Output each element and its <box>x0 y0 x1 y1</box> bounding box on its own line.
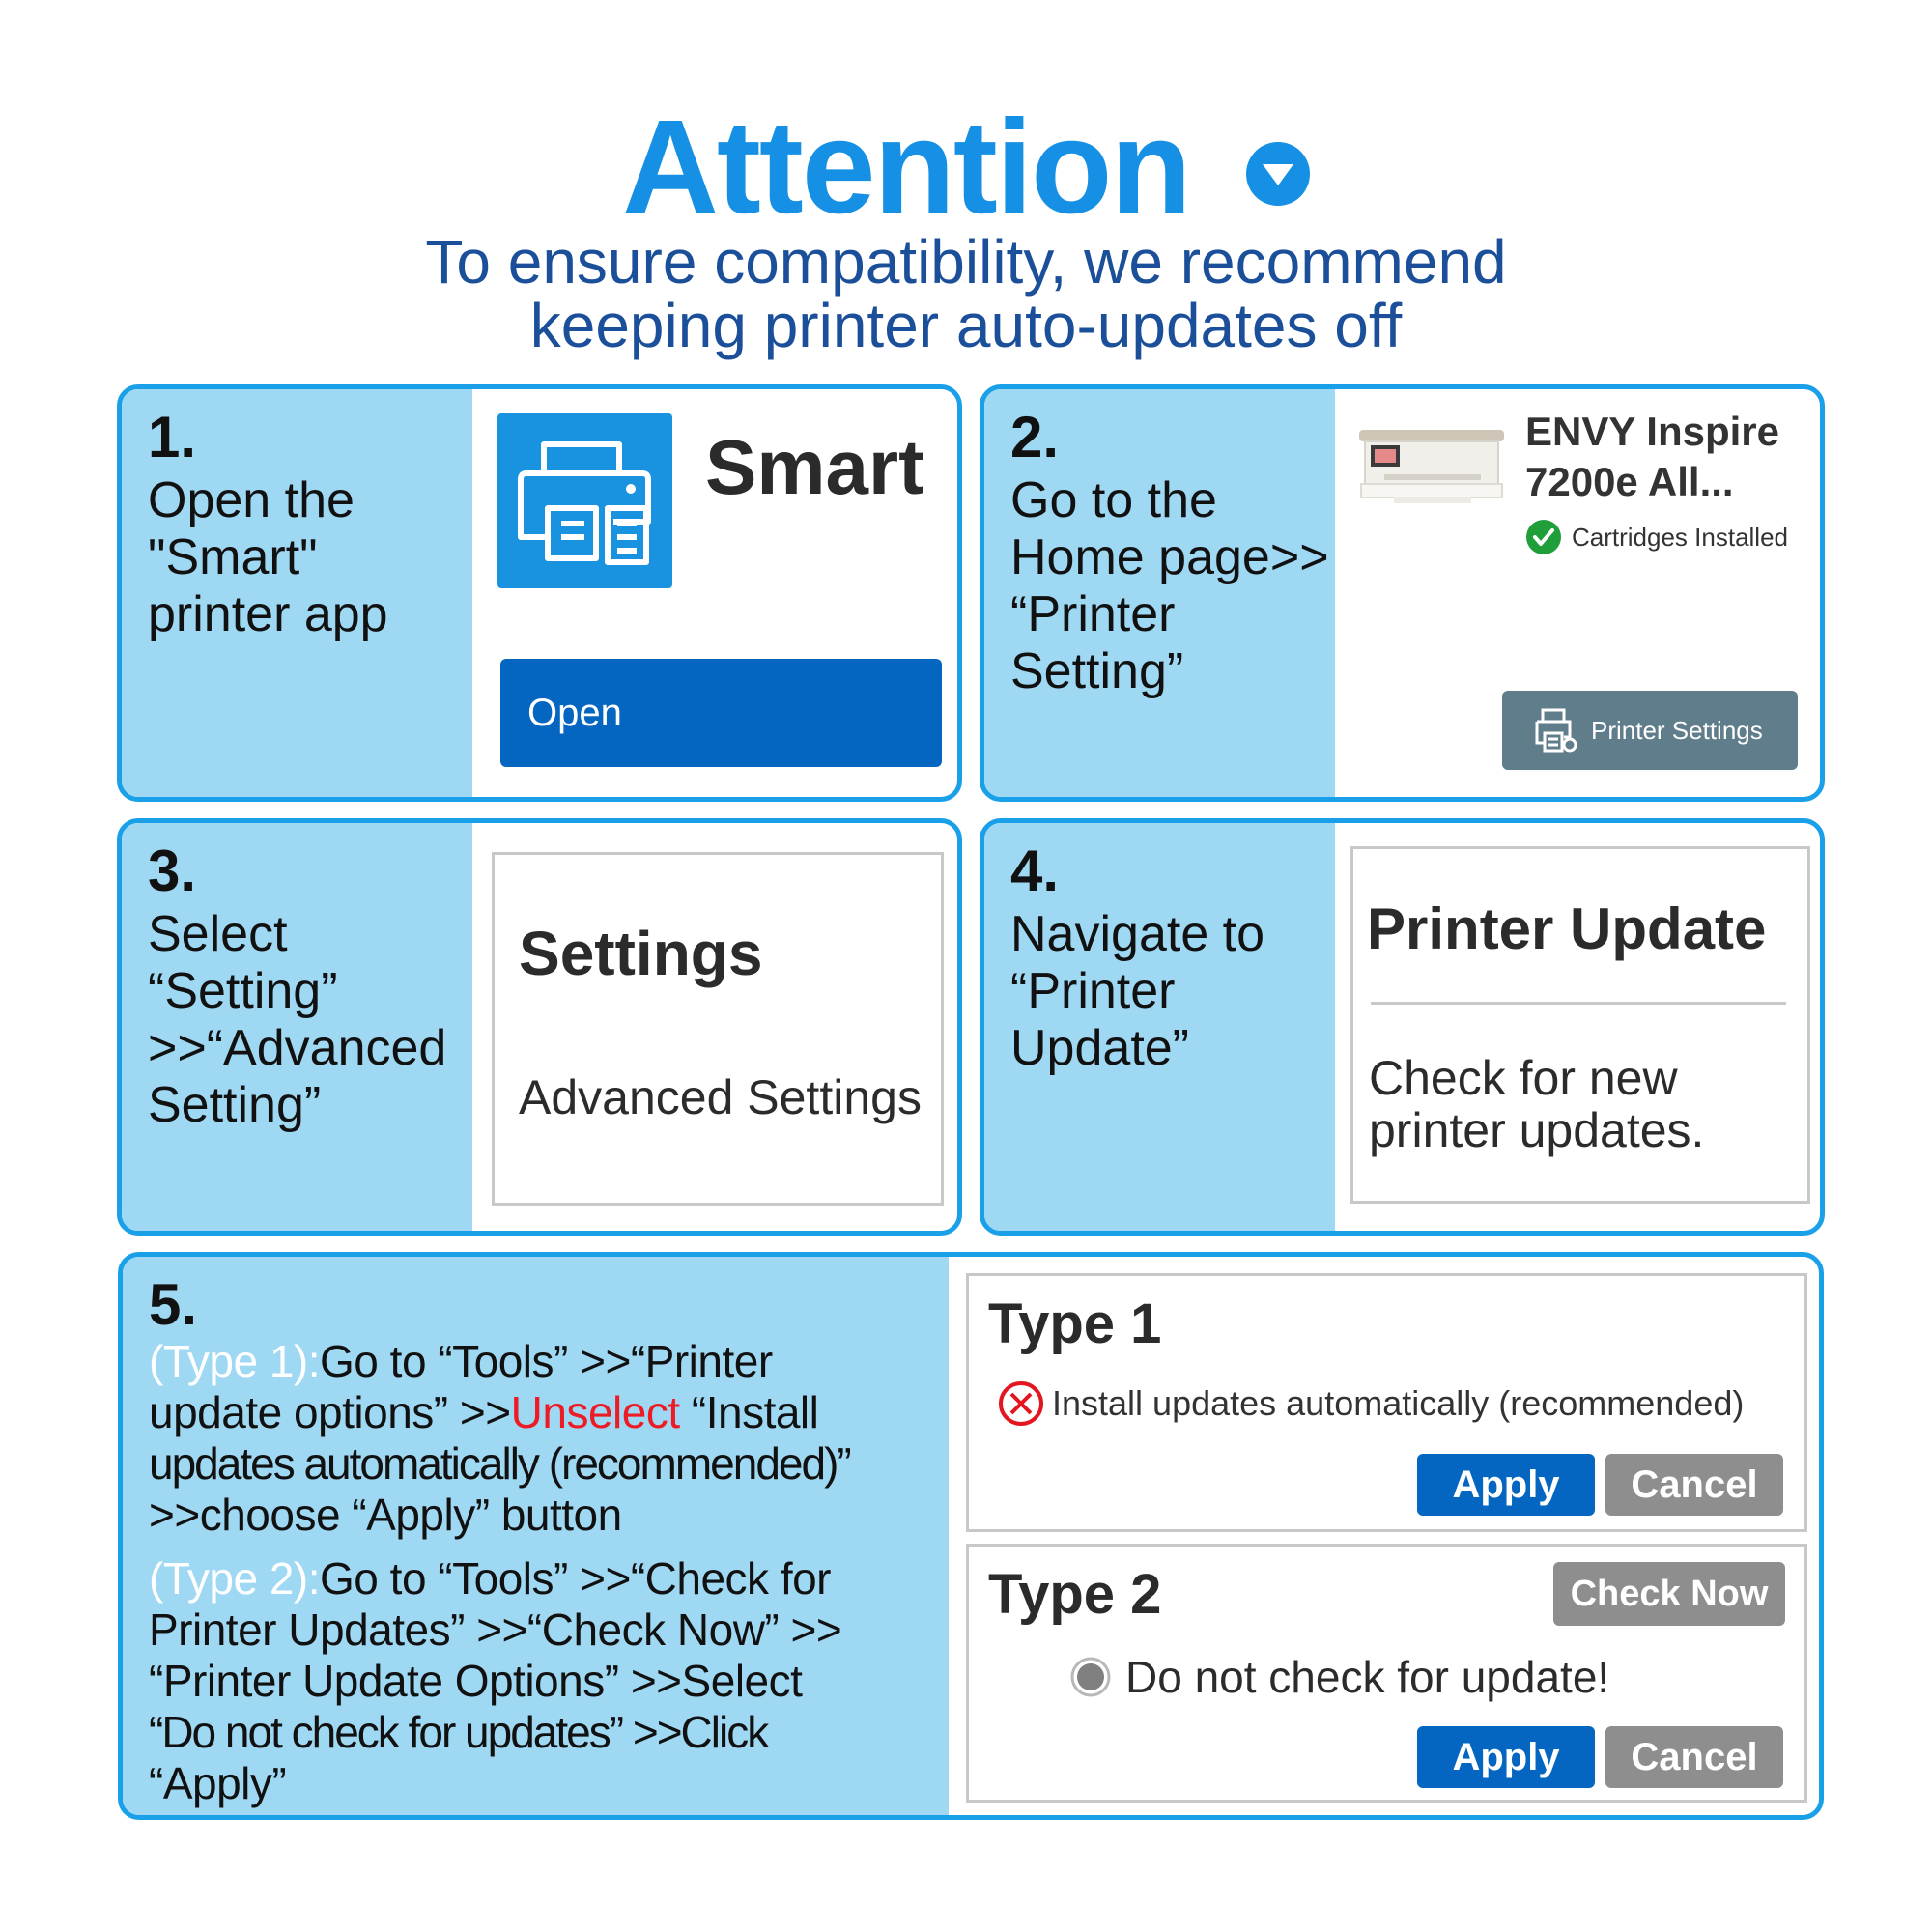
instruction-text: “Install <box>679 1387 819 1437</box>
printer-update-title: Printer Update <box>1367 896 1767 961</box>
printer-icon[interactable] <box>497 413 672 588</box>
step-text-line: Navigate to <box>1010 906 1265 962</box>
step-4-instructions: 4. Navigate to “Printer Update” <box>984 823 1335 1231</box>
type-2-label: (Type 2): <box>149 1553 321 1604</box>
step-3-panel: 3. Select “Setting” >>“Advanced Setting”… <box>117 818 962 1236</box>
step-1-instructions: 1. Open the "Smart" printer app <box>122 389 472 797</box>
type-1-instructions: (Type 1):Go to “Tools” >>“Printer update… <box>149 1336 852 1541</box>
type-1-label: (Type 1): <box>149 1336 321 1386</box>
step-2-panel: 2. Go to the Home page>> “Printer Settin… <box>980 384 1825 802</box>
auto-update-option[interactable]: Install updates automatically (recommend… <box>998 1380 1744 1427</box>
open-button[interactable]: Open <box>500 659 942 767</box>
step-number: 4. <box>1010 838 1060 903</box>
check-updates-line: printer updates. <box>1369 1103 1705 1157</box>
type-1-title: Type 1 <box>988 1293 1162 1355</box>
cancel-button[interactable]: Cancel <box>1605 1454 1783 1516</box>
step-4-panel: 4. Navigate to “Printer Update” Printer … <box>980 818 1825 1236</box>
step-number: 5. <box>149 1272 198 1337</box>
instruction-text: “Apply” <box>149 1758 287 1808</box>
step-text-line: Select <box>148 906 288 962</box>
apply-button[interactable]: Apply <box>1417 1726 1595 1788</box>
unselect-text: Unselect <box>510 1387 680 1437</box>
instruction-text: updates automatically (recommended)” <box>149 1438 852 1489</box>
instruction-text: Printer Updates” >>“Check Now” >> <box>149 1605 842 1655</box>
attention-title: Attention <box>0 95 1932 240</box>
printer-settings-icon <box>1529 704 1581 756</box>
do-not-check-option[interactable]: Do not check for update! <box>1069 1651 1609 1703</box>
step-text: Open the "Smart" printer app <box>148 472 388 643</box>
chevron-down-icon <box>1245 141 1310 206</box>
printer-name-line: ENVY Inspire <box>1525 409 1779 454</box>
type-2-instructions: (Type 2):Go to “Tools” >>“Check for Prin… <box>149 1553 842 1809</box>
printer-settings-label: Printer Settings <box>1591 715 1763 745</box>
instruction-text: >>choose “Apply” button <box>149 1490 622 1540</box>
cancel-button[interactable]: Cancel <box>1605 1726 1783 1788</box>
printer-image <box>1355 416 1510 509</box>
step-2-instructions: 2. Go to the Home page>> “Printer Settin… <box>984 389 1335 797</box>
step-text-line: "Smart" <box>148 529 318 585</box>
step-text-line: Update” <box>1010 1020 1189 1076</box>
step-text-line: Home page>> <box>1010 529 1329 585</box>
settings-title: Settings <box>519 919 763 988</box>
printer-settings-button[interactable]: Printer Settings <box>1502 691 1798 770</box>
printer-name-line: 7200e All... <box>1525 459 1734 504</box>
divider <box>1371 1002 1786 1005</box>
step-3-instructions: 3. Select “Setting” >>“Advanced Setting” <box>122 823 472 1231</box>
check-updates-line: Check for new <box>1369 1051 1678 1105</box>
instruction-text: “Do not check for updates” >>Click <box>149 1707 769 1757</box>
radio-icon <box>1069 1656 1112 1698</box>
step-text-line: >>“Advanced <box>148 1020 447 1076</box>
step-number: 1. <box>148 405 197 469</box>
title-text: Attention <box>622 93 1192 242</box>
step-text-line: Setting” <box>148 1077 322 1133</box>
step-text: Navigate to “Printer Update” <box>1010 906 1264 1077</box>
instruction-text: Go to “Tools” >>“Check for <box>320 1553 831 1604</box>
app-name: Smart <box>705 424 924 510</box>
step-5-instructions: 5. (Type 1):Go to “Tools” >>“Printer upd… <box>123 1257 949 1815</box>
printer-name: ENVY Inspire 7200e All... <box>1525 407 1779 507</box>
advanced-settings-item[interactable]: Advanced Settings <box>519 1070 922 1124</box>
subtitle: To ensure compatibility, we recommend ke… <box>0 230 1932 357</box>
apply-button[interactable]: Apply <box>1417 1454 1595 1516</box>
printer-update-card: Printer Update Check for new printer upd… <box>1350 846 1810 1204</box>
instruction-text: update options” >> <box>149 1387 511 1437</box>
type-1-dialog: Type 1 Install updates automatically (re… <box>966 1273 1807 1532</box>
check-updates-text[interactable]: Check for new printer updates. <box>1369 1052 1704 1156</box>
step-text-line: Open the <box>148 472 355 528</box>
close-icon <box>998 1380 1044 1427</box>
status-text: Cartridges Installed <box>1572 522 1788 552</box>
step-text-line: Go to the <box>1010 472 1217 528</box>
status-row: Cartridges Installed <box>1525 518 1788 556</box>
type-2-dialog: Type 2 Check Now Do not check for update… <box>966 1544 1807 1803</box>
auto-update-label: Install updates automatically (recommend… <box>1052 1383 1745 1423</box>
step-text: Go to the Home page>> “Printer Setting” <box>1010 472 1329 700</box>
settings-menu: Settings Advanced Settings <box>492 852 944 1206</box>
check-now-button[interactable]: Check Now <box>1553 1562 1785 1626</box>
step-text-line: printer app <box>148 586 388 642</box>
instruction-text: “Printer Update Options” >>Select <box>149 1656 803 1706</box>
step-text: Select “Setting” >>“Advanced Setting” <box>148 906 446 1134</box>
subtitle-line-1: To ensure compatibility, we recommend <box>425 227 1507 297</box>
step-1-panel: 1. Open the "Smart" printer app Smart <box>117 384 962 802</box>
do-not-check-label: Do not check for update! <box>1125 1652 1610 1702</box>
check-circle-icon <box>1525 519 1562 555</box>
type-2-title: Type 2 <box>988 1563 1162 1626</box>
step-number: 2. <box>1010 405 1060 469</box>
step-text-line: “Setting” <box>148 963 338 1019</box>
step-text-line: Setting” <box>1010 643 1184 699</box>
subtitle-line-2: keeping printer auto-updates off <box>529 291 1403 360</box>
step-text-line: “Printer <box>1010 963 1176 1019</box>
step-number: 3. <box>148 838 197 903</box>
step-text-line: “Printer <box>1010 586 1176 642</box>
step-5-panel: 5. (Type 1):Go to “Tools” >>“Printer upd… <box>118 1252 1824 1820</box>
instruction-text: Go to “Tools” >>“Printer <box>320 1336 773 1386</box>
